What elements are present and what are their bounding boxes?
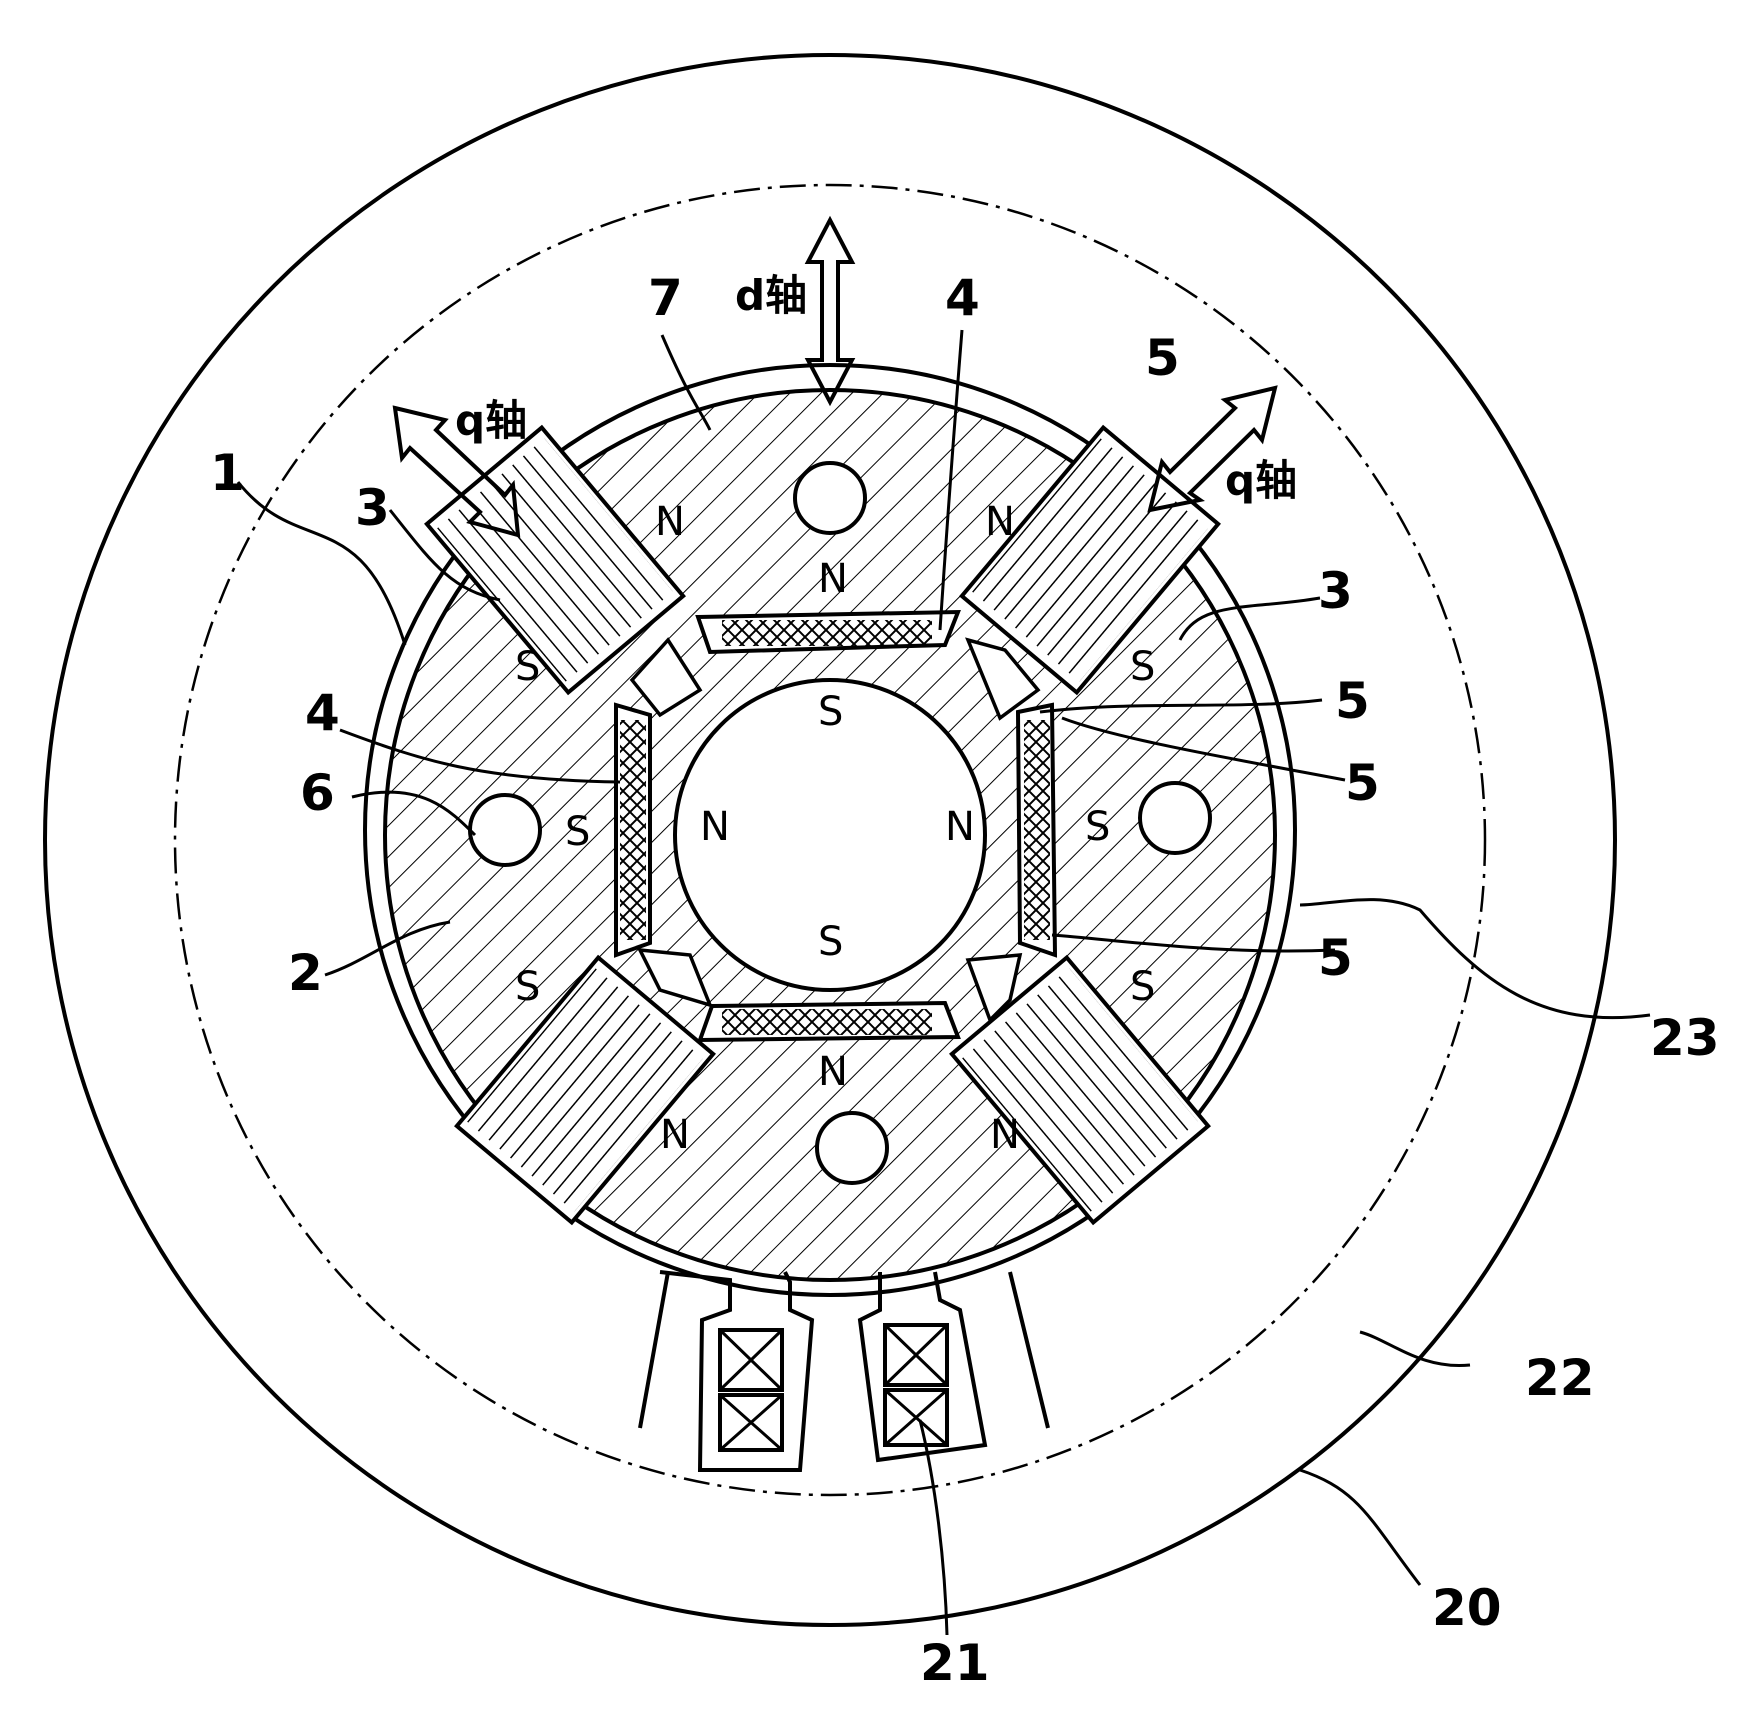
- rotor-hole-top: [793, 461, 867, 535]
- pole-south: S: [1085, 804, 1110, 850]
- d-axis-arrow: [804, 215, 856, 407]
- label-22: 22: [1525, 1349, 1595, 1407]
- pole-south: S: [818, 689, 843, 735]
- label-7: 7: [648, 269, 683, 327]
- q-axis-label: q轴: [1225, 456, 1297, 505]
- stator-slot-opening: [638, 1271, 1050, 1429]
- pole-south: S: [515, 964, 540, 1010]
- d-axis-magnet-bottom: [697, 1000, 961, 1043]
- label-23: 23: [1650, 1009, 1720, 1067]
- rotor-hole-bottom: [815, 1111, 889, 1185]
- d-axis-magnet-right: [1015, 702, 1058, 958]
- flux-barrier: [637, 947, 713, 1008]
- slot-right: [857, 1271, 988, 1463]
- pole-north: N: [655, 499, 685, 545]
- label-4: 4: [305, 684, 340, 742]
- pole-markers: N N N S S S N N S S S S S N N N: [515, 499, 1155, 1158]
- pole-north: N: [818, 1049, 848, 1095]
- rotor: [383, 388, 1277, 1282]
- q-axis-arrow-right: [1147, 385, 1278, 513]
- label-5: 5: [1318, 929, 1353, 987]
- rotor-outer-edge: [363, 363, 1297, 1297]
- pole-south: S: [565, 809, 590, 855]
- label-3: 3: [1318, 562, 1353, 620]
- pole-north: N: [985, 499, 1015, 545]
- label-21: 21: [920, 1634, 990, 1692]
- label-20: 20: [1432, 1579, 1502, 1637]
- shaft-bore: [673, 678, 987, 992]
- q-axis-label: q轴: [455, 396, 527, 445]
- pole-south: S: [515, 644, 540, 690]
- flux-barrier: [965, 637, 1041, 721]
- coil-block: [718, 1323, 949, 1452]
- label-4: 4: [945, 269, 980, 327]
- stator-outer-edge: [43, 53, 1617, 1627]
- d-axis-magnet-left: [614, 702, 652, 958]
- pole-south: S: [818, 919, 843, 965]
- q-axis-arrow-left: [392, 405, 521, 538]
- d-axis-label: d轴: [735, 271, 807, 320]
- stator: [43, 53, 1617, 1627]
- d-axis-magnet-top: [695, 609, 961, 655]
- rotor-hole-right: [1138, 781, 1212, 855]
- q-axis-magnet-bottom-left: [454, 954, 716, 1226]
- pole-south: S: [1130, 644, 1155, 690]
- pole-north: N: [700, 804, 730, 850]
- pole-north: N: [990, 1112, 1020, 1158]
- stator-dash-dot-line: [173, 183, 1487, 1497]
- pole-north: N: [818, 556, 848, 602]
- flux-barrier: [629, 637, 703, 718]
- label-5: 5: [1335, 672, 1370, 730]
- label-5: 5: [1345, 754, 1380, 812]
- flux-barrier: [965, 953, 1023, 1024]
- slot-left: [659, 1270, 815, 1472]
- label-3: 3: [355, 479, 390, 537]
- label-1: 1: [210, 444, 245, 502]
- pole-north: N: [945, 804, 975, 850]
- pole-south: S: [1130, 964, 1155, 1010]
- label-2: 2: [288, 944, 323, 1002]
- reference-numerals: 7 4 5 1 3 3 5 4 5 6 2 5 23 22 20 21: [210, 269, 1720, 1692]
- label-5: 5: [1145, 329, 1180, 387]
- pole-north: N: [660, 1112, 690, 1158]
- stator-winding: [659, 1270, 988, 1472]
- rotor-hole-left: [468, 793, 542, 867]
- q-axis-magnet-bottom-right: [949, 954, 1211, 1226]
- leader-lines: [236, 329, 1651, 1636]
- label-6: 6: [300, 764, 335, 822]
